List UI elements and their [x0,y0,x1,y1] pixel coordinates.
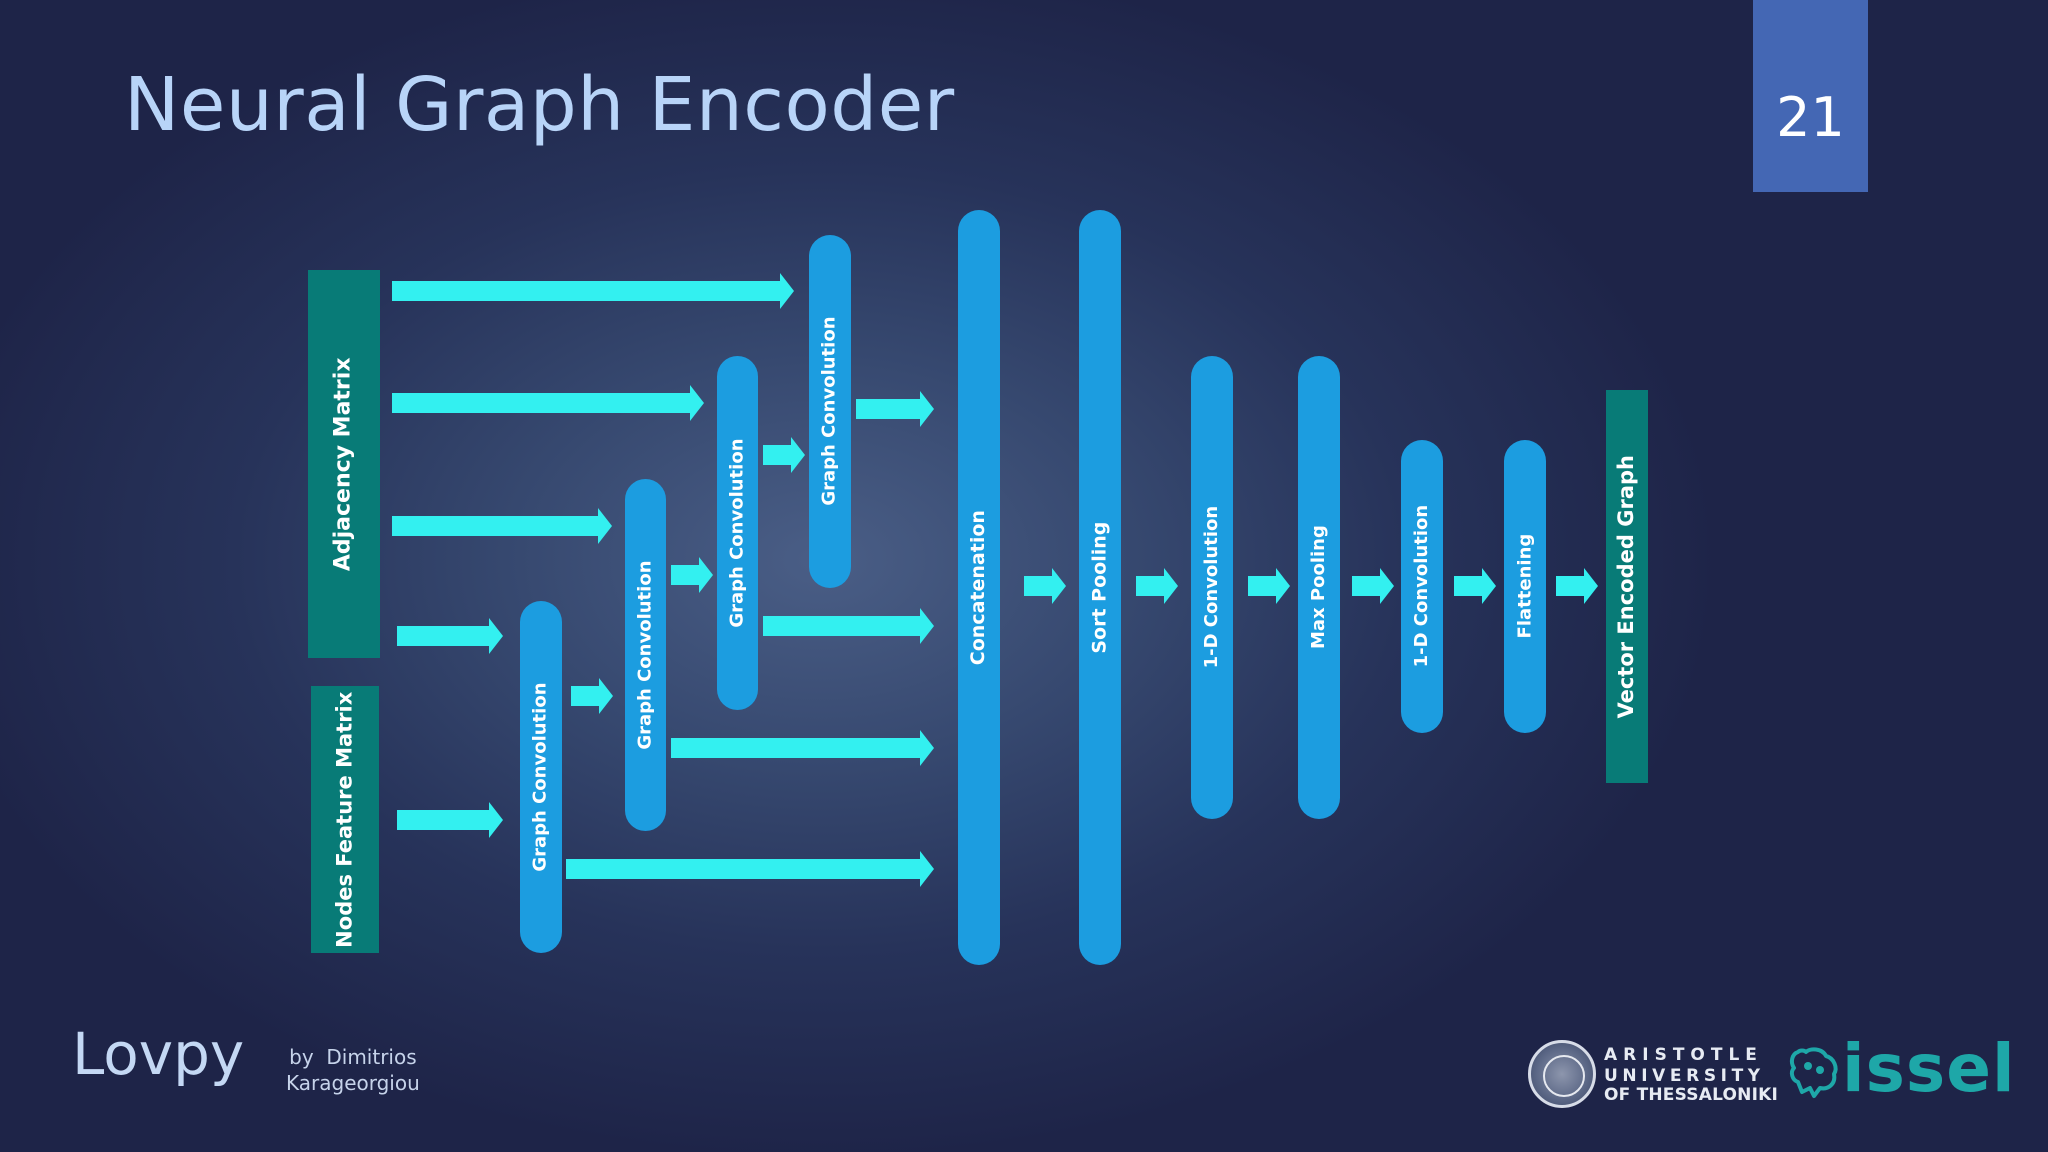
flattening-layer: Flattening [1504,440,1546,733]
arrow-nodes-feature-to-gc1 [397,802,503,838]
arrow-gc3-to-concatenation [763,608,934,644]
arrow-adjacency-to-gc3 [392,385,704,421]
university-name-line-2: UNIVERSITY [1604,1066,1765,1086]
page-number-badge: 21 [1753,0,1868,192]
concatenation-layer: Concatenation [958,210,1000,965]
arrow-concatenation-to-sort-pooling [1024,568,1066,604]
arrow-sort-pooling-to-conv1d-1 [1136,568,1178,604]
university-seal-icon [1528,1040,1596,1108]
issel-brain-icon [1789,1047,1838,1098]
concatenation-label: Concatenation [967,509,990,666]
arrow-gc2-to-gc3 [671,557,713,593]
adjacency-matrix-box: Adjacency Matrix [308,270,380,658]
graph-convolution-layer-4: Graph Convolution [809,235,851,588]
nodes-feature-matrix-box: Nodes Feature Matrix [311,686,379,953]
flattening-label: Flattening [1513,534,1535,639]
lovpy-brand: Lovpy [72,1020,245,1088]
arrow-gc3-to-gc4 [763,437,805,473]
conv1d-2-label: 1-D Convolution [1410,505,1432,668]
arrow-conv1d-1-to-max-pooling [1248,568,1290,604]
issel-lab-logo: issel [1842,1030,2016,1107]
adjacency-matrix-label: Adjacency Matrix [330,357,356,571]
graph-convolution-2-label: Graph Convolution [634,560,656,750]
conv1d-1-label: 1-D Convolution [1200,506,1222,669]
arrow-conv1d-2-to-flattening [1454,568,1496,604]
sort-pooling-layer: Sort Pooling [1079,210,1121,965]
arrow-adjacency-to-gc1 [397,618,503,654]
arrow-flattening-to-output [1556,568,1598,604]
slide-title: Neural Graph Encoder [124,62,955,148]
arrow-adjacency-to-gc4 [392,273,794,309]
vector-encoded-graph-box: Vector Encoded Graph [1606,390,1648,783]
max-pooling-layer: Max Pooling [1298,356,1340,819]
conv1d-layer-1: 1-D Convolution [1191,356,1233,819]
page-number: 21 [1776,86,1845,149]
arrow-gc2-to-concatenation [671,730,934,766]
max-pooling-label: Max Pooling [1307,525,1329,650]
arrow-max-pooling-to-conv1d-2 [1352,568,1394,604]
graph-convolution-layer-3: Graph Convolution [717,356,758,710]
arrow-gc4-to-concatenation [856,391,934,427]
graph-convolution-3-label: Graph Convolution [726,438,748,628]
graph-convolution-layer-2: Graph Convolution [625,479,666,831]
university-name-line-1: ARISTOTLE [1604,1045,1763,1065]
arrow-gc1-to-gc2 [571,678,613,714]
arrow-gc1-to-concatenation [566,851,934,887]
university-name-line-3: OF THESSALONIKI [1604,1085,1779,1105]
arrow-adjacency-to-gc2 [392,508,612,544]
vector-encoded-graph-label: Vector Encoded Graph [1614,454,1639,719]
author-credit: by Dimitrios Karageorgiou [286,1045,420,1096]
graph-convolution-1-label: Graph Convolution [529,682,551,872]
conv1d-layer-2: 1-D Convolution [1401,440,1443,733]
sort-pooling-label: Sort Pooling [1088,521,1111,654]
graph-convolution-layer-1: Graph Convolution [520,601,562,953]
graph-convolution-4-label: Graph Convolution [818,316,840,507]
nodes-feature-matrix-label: Nodes Feature Matrix [332,691,357,948]
